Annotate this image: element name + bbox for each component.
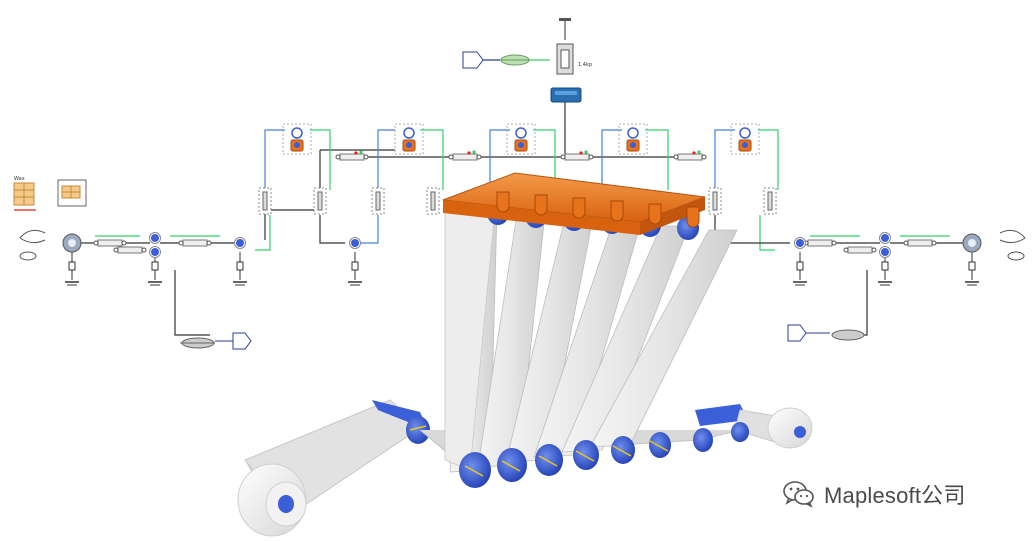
svg-text:Wax: Wax — [14, 176, 25, 182]
spring-damper — [843, 246, 877, 254]
vertical-element — [258, 187, 272, 215]
chain-node — [149, 232, 161, 244]
ground-symbol — [965, 252, 979, 286]
spring-damper — [335, 150, 369, 161]
spring-damper — [448, 150, 482, 161]
spring-damper — [113, 246, 147, 254]
left-bottom-actuator — [180, 332, 252, 350]
frame-hook — [534, 194, 548, 216]
wechat-icon — [783, 481, 814, 508]
chain-node — [794, 237, 806, 249]
frame-hook — [686, 206, 700, 228]
rotary-actuator — [282, 123, 312, 155]
frame-hook — [610, 200, 624, 222]
svg-text:1.4kp: 1.4kp — [578, 62, 592, 68]
bottom-rollers — [459, 432, 671, 488]
bottom-roller — [497, 448, 527, 482]
bottom-roller — [649, 432, 671, 458]
vertical-element — [371, 187, 385, 215]
frame-hook — [648, 203, 662, 225]
vertical-element — [313, 187, 327, 215]
watermark: Maplesoft公司 — [782, 474, 966, 514]
frame-hook — [496, 191, 510, 213]
spring-damper — [903, 239, 937, 247]
bottom-roller — [573, 440, 599, 470]
top-actuator — [462, 51, 530, 69]
rotary-actuator — [730, 123, 760, 155]
spring-damper — [803, 239, 837, 247]
right-motor-symbols — [962, 229, 1026, 261]
rotary-actuator-row — [282, 123, 760, 155]
spring-damper — [93, 239, 127, 247]
ground-symbol — [348, 252, 362, 286]
watermark-text: Maplesoft公司 — [824, 483, 966, 508]
bottom-roller — [459, 452, 491, 488]
right-output-roll — [693, 404, 813, 452]
frame-hook — [572, 197, 586, 219]
ground-symbol — [233, 252, 247, 286]
top-sensor-assembly: 1.4kp — [550, 18, 592, 103]
ground-symbol — [65, 252, 79, 286]
chain-node — [879, 232, 891, 244]
bottom-roller — [611, 436, 635, 464]
left-guide-roller — [372, 400, 430, 444]
chain-node — [149, 246, 161, 258]
vertical-element — [708, 187, 722, 215]
rotary-actuator — [618, 123, 648, 155]
spring-damper — [560, 150, 594, 161]
ground-symbol — [793, 252, 807, 286]
left-table-block: Wax — [13, 176, 87, 211]
rotary-actuator — [394, 123, 424, 155]
orange-carriage-frame — [442, 172, 706, 235]
vertical-element — [763, 187, 777, 215]
right-bottom-actuator — [787, 324, 865, 342]
chain-node — [234, 237, 246, 249]
bottom-roller — [535, 444, 563, 476]
ground-nodes — [65, 252, 979, 286]
left-motor-symbols — [19, 229, 82, 261]
spring-damper — [673, 150, 707, 161]
left-supply-roll — [237, 399, 421, 537]
spring-damper — [178, 239, 212, 247]
spring-damper-elements — [93, 150, 937, 254]
rotary-actuator — [506, 123, 536, 155]
chain-node — [349, 237, 361, 249]
vertical-element — [426, 187, 440, 215]
chain-nodes — [149, 232, 891, 258]
chain-node — [879, 246, 891, 258]
